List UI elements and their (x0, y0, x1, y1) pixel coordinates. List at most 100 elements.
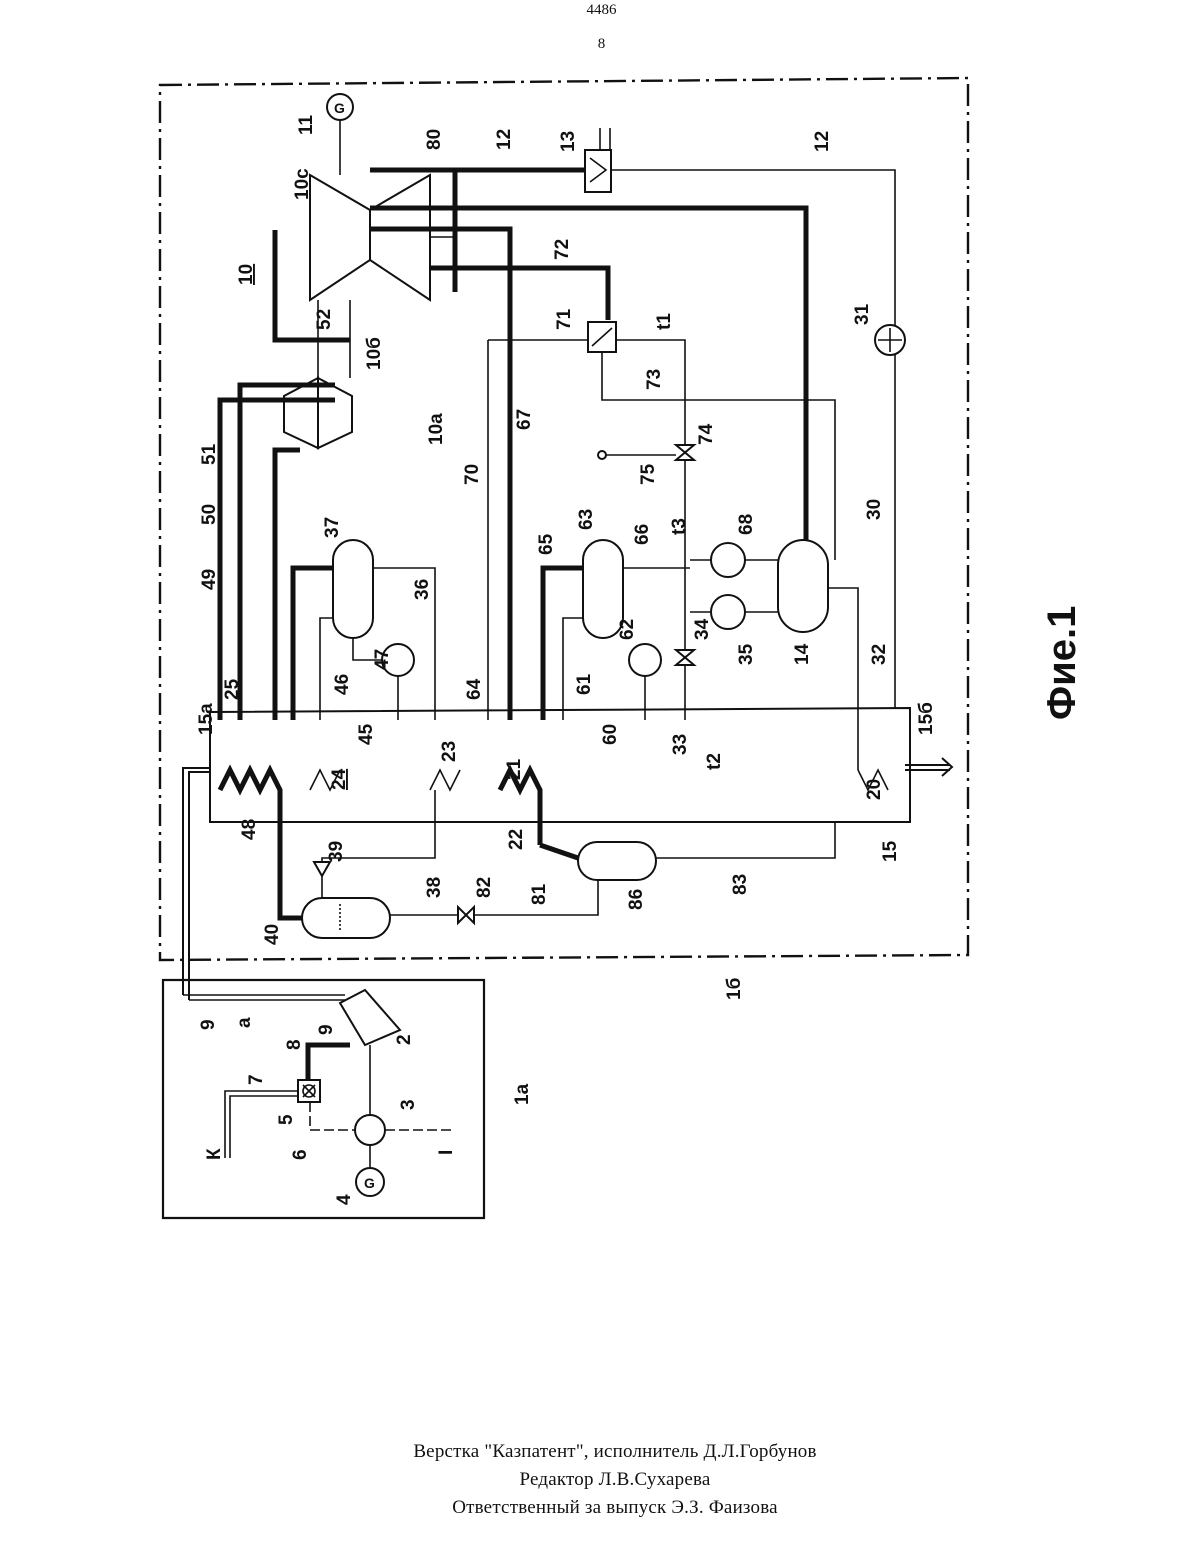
valve-39 (314, 862, 330, 876)
label-9a: 9 (198, 1019, 219, 1030)
line-32 (828, 588, 858, 770)
steam-turbine-10 (284, 175, 430, 448)
label-40: 40 (262, 924, 283, 945)
label-65: 65 (536, 533, 557, 555)
turbine-section-10c-lower (310, 175, 370, 300)
label-20: 20 (864, 779, 885, 800)
label-47: 47 (372, 649, 393, 670)
gas-turbine-2 (340, 990, 400, 1045)
label-72: 72 (552, 239, 573, 260)
label-48: 48 (239, 819, 260, 840)
boiler-15-outline (210, 708, 910, 822)
label-80: 80 (424, 129, 445, 150)
label-31: 31 (852, 303, 873, 325)
label-73: 73 (644, 369, 665, 390)
label-24: 24 (329, 768, 350, 790)
tank-86 (578, 842, 656, 880)
label-35: 35 (736, 643, 757, 665)
turbine-section-10b (284, 378, 318, 448)
pump-35 (711, 595, 745, 629)
label-23: 23 (439, 741, 460, 762)
condensate-line-12 (611, 170, 895, 708)
label-37: 37 (322, 517, 343, 538)
label-52: 52 (314, 309, 335, 330)
turbine-section-10c-upper (370, 175, 430, 300)
pump-62 (629, 644, 661, 676)
label-46: 46 (332, 674, 353, 695)
deaerator-14 (778, 540, 828, 632)
separator-40 (302, 898, 390, 938)
label-9b: 9 (316, 1024, 337, 1035)
label-10b: 10б (364, 337, 385, 370)
label-10c: 10с (292, 168, 313, 200)
label-12a: 12 (494, 129, 515, 150)
label-8: 8 (284, 1039, 305, 1050)
turbine-section-10a (318, 378, 352, 448)
label-70: 70 (462, 464, 483, 485)
label-51: 51 (199, 443, 220, 465)
label-10a: 10a (426, 413, 447, 445)
label-30: 30 (864, 499, 885, 520)
valve-34 (676, 650, 694, 665)
label-45: 45 (356, 723, 377, 745)
label-1a: 1a (512, 1083, 533, 1105)
label-60: 60 (600, 724, 621, 745)
label-3: 3 (398, 1099, 419, 1110)
label-1b: 1б (724, 978, 745, 1000)
label-33: 33 (670, 734, 691, 755)
label-39: 39 (326, 841, 347, 862)
footer-editor: Редактор Л.В.Сухарева (0, 1469, 1203, 1491)
drum-37 (333, 540, 373, 638)
label-t3: t3 (669, 518, 690, 535)
line-83 (656, 822, 835, 858)
label-32: 32 (869, 644, 890, 665)
label-14: 14 (792, 643, 813, 665)
label-36: 36 (412, 579, 433, 600)
compressor-3 (355, 1115, 385, 1145)
label-74: 74 (696, 423, 717, 445)
label-t2: t2 (704, 753, 725, 770)
label-I: I (436, 1150, 457, 1155)
label-66: 66 (632, 524, 653, 545)
line-70 (488, 340, 588, 720)
label-K: К (204, 1148, 225, 1160)
label-12b: 12 (812, 131, 833, 152)
label-10: 10 (236, 264, 257, 285)
label-6: 6 (290, 1149, 311, 1160)
label-62: 62 (617, 619, 638, 640)
label-21: 21 (504, 758, 525, 780)
label-61: 61 (574, 673, 595, 695)
label-5: 5 (276, 1114, 297, 1125)
exhaust-outlet-15b (905, 758, 952, 776)
condenser-13 (585, 150, 611, 192)
label-34: 34 (692, 618, 713, 640)
label-11: 11 (296, 114, 317, 135)
label-64: 64 (464, 678, 485, 700)
label-7: 7 (246, 1074, 267, 1085)
label-82: 82 (474, 877, 495, 898)
valve-82 (458, 907, 474, 923)
label-81: 81 (529, 883, 550, 905)
label-38: 38 (424, 877, 445, 898)
label-15: 15 (880, 840, 901, 862)
label-25: 25 (222, 678, 243, 700)
label-15a: 15a (196, 703, 217, 735)
valve-74 (676, 445, 694, 460)
label-22: 22 (506, 829, 527, 850)
footer-responsible: Ответственный за выпуск Э.З. Фаизова (0, 1497, 1203, 1519)
label-86: 86 (626, 889, 647, 910)
generator-4-symbol: G (364, 1175, 375, 1191)
generator-11-symbol: G (334, 100, 345, 116)
label-4: 4 (334, 1194, 355, 1205)
label-68: 68 (736, 514, 757, 535)
component-labels: 11 80 12 13 12 10с 10 52 72 71 t1 31 10б… (196, 114, 937, 1205)
figure-caption: Фие.1 (1040, 606, 1084, 720)
line-8 (308, 1045, 350, 1080)
label-2: 2 (394, 1034, 415, 1045)
pump-68 (711, 543, 745, 577)
label-50: 50 (199, 504, 220, 525)
label-13: 13 (558, 131, 579, 152)
economizer-23 (430, 770, 460, 790)
label-67: 67 (514, 409, 535, 430)
